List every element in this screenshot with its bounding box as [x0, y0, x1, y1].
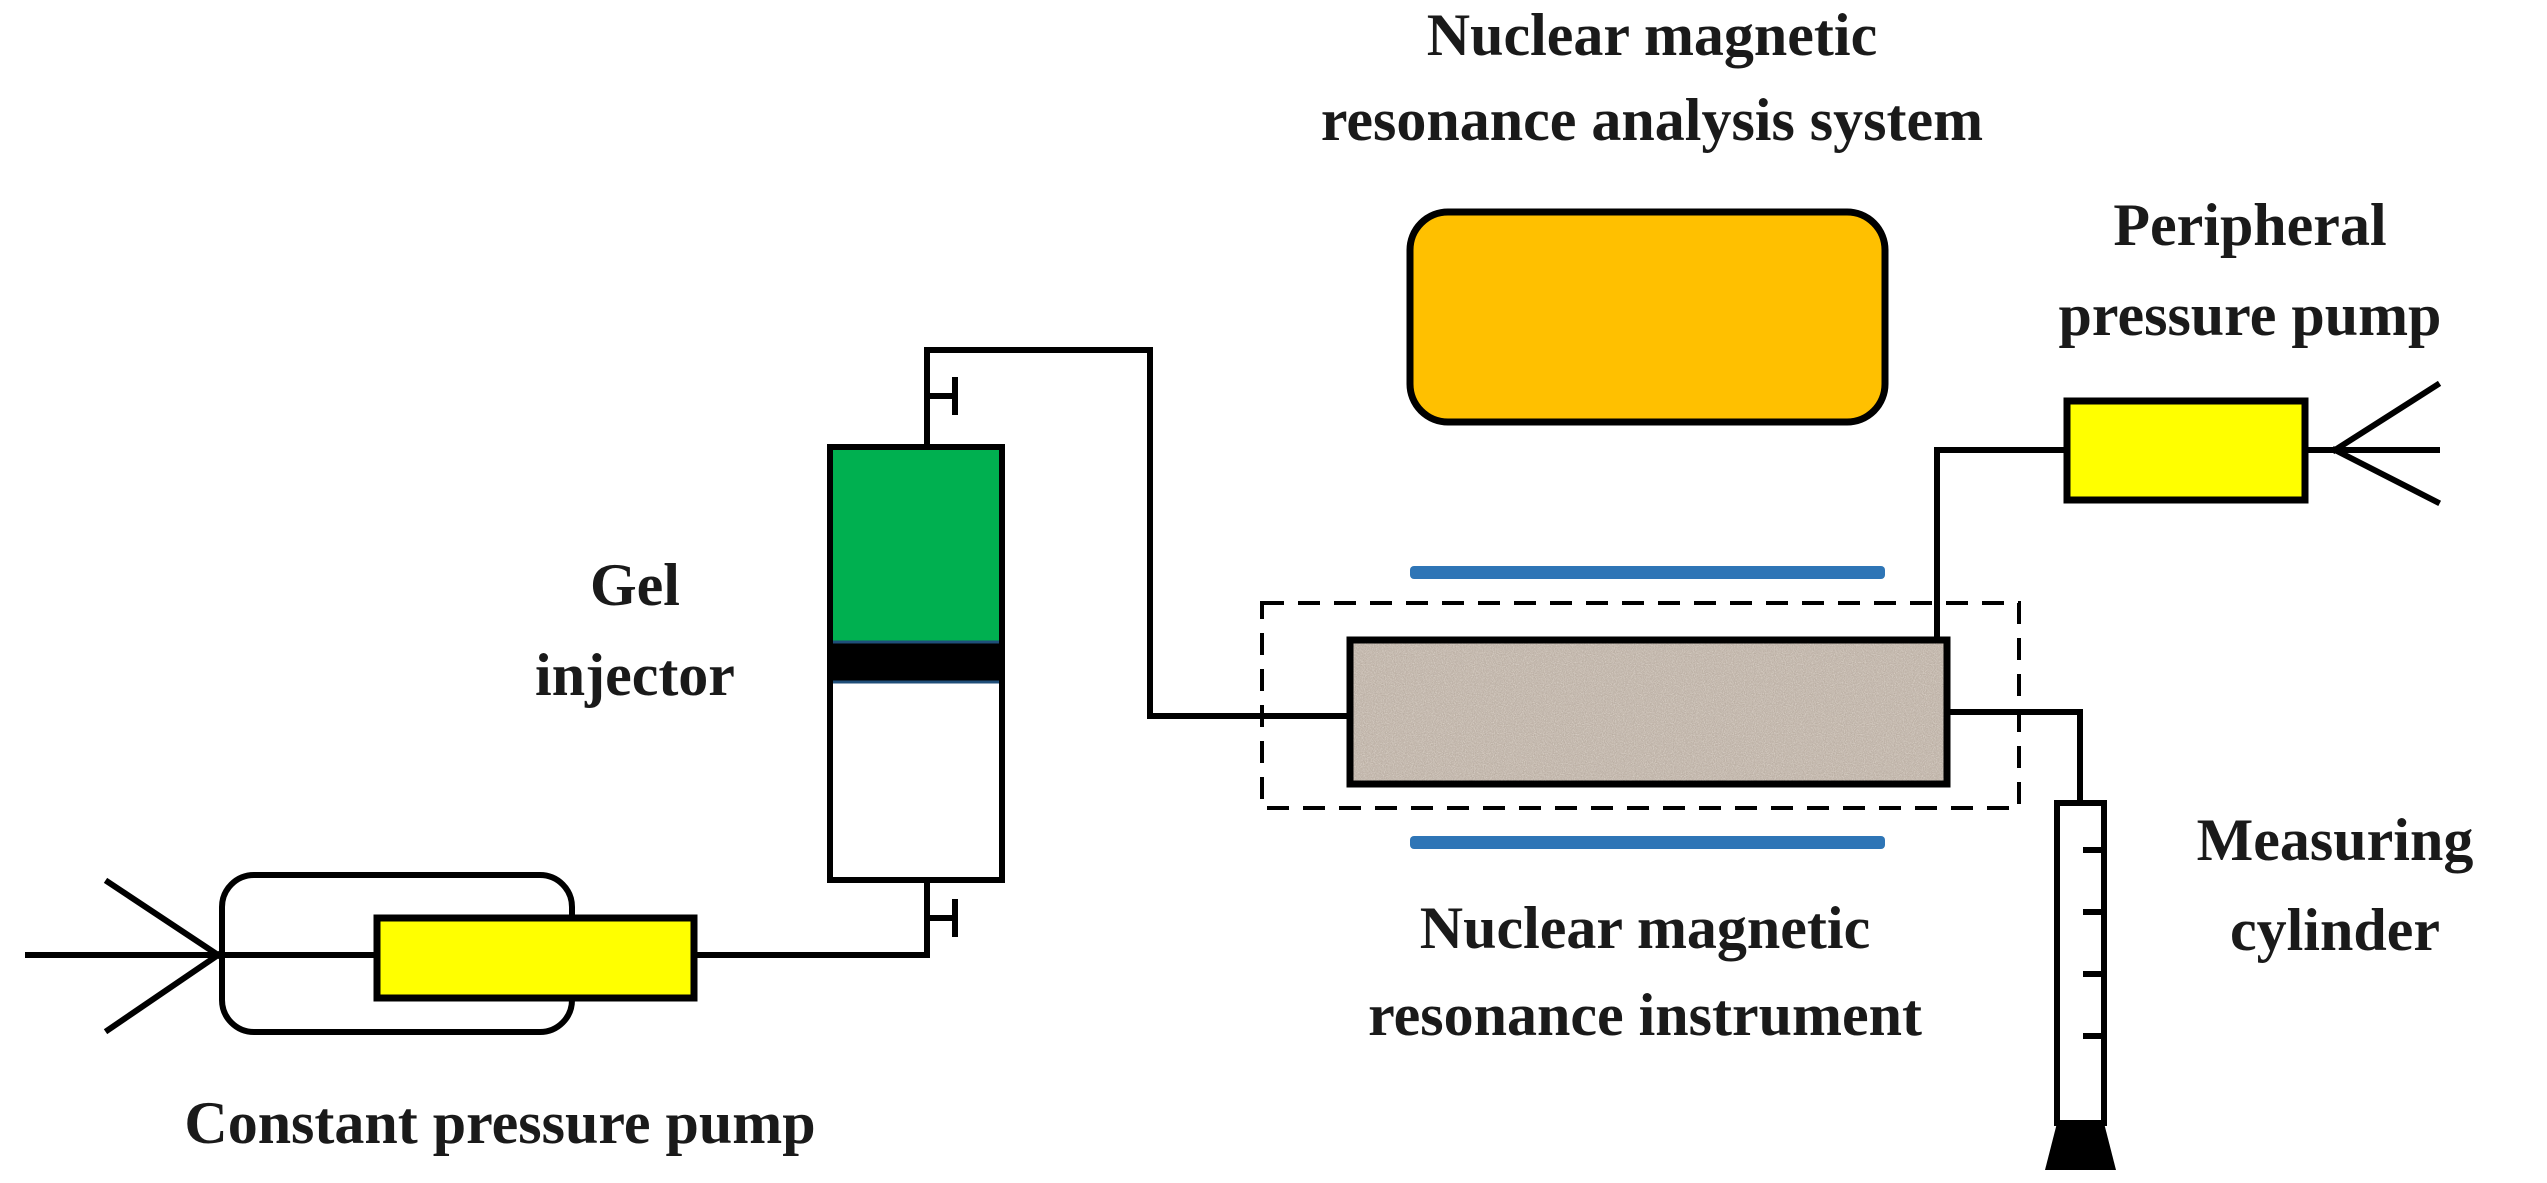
peripheral-pump-label-line1: Peripheral — [2113, 192, 2386, 258]
injector-to-core-line — [924, 347, 1353, 719]
nmr-analysis-system — [1406, 208, 1889, 426]
measuring-cylinder-label-line2: cylinder — [2230, 897, 2440, 963]
nmr-system-label-line1: Nuclear magnetic — [1427, 2, 1877, 68]
measuring-cylinder-label-line1: Measuring — [2197, 807, 2474, 873]
constant-pressure-pump — [25, 872, 698, 1035]
nmr-instrument-label-line1: Nuclear magnetic — [1420, 895, 1870, 961]
nmr-analysis-system-box — [1406, 208, 1889, 426]
peripheral-pump-label-line2: pressure pump — [2059, 282, 2442, 348]
peripheral-pump-line — [1934, 447, 2070, 653]
cylinder-graduations — [2083, 847, 2107, 1039]
injector-piston — [833, 642, 999, 682]
peripheral-pressure-pump — [2063, 380, 2442, 507]
lower-magnet-plate — [1410, 836, 1885, 849]
gel-fill — [833, 450, 999, 642]
gel-injector-label-line2: injector — [535, 642, 735, 708]
core-sample-holder — [1346, 636, 1951, 788]
nmr-system-label-line2: resonance analysis system — [1321, 87, 1983, 153]
peripheral-pump-body — [2063, 397, 2309, 504]
gel-injector-label-line1: Gel — [590, 552, 680, 618]
cylinder-base — [2045, 1123, 2116, 1170]
upper-magnet-plate — [1410, 566, 1885, 579]
constant-pump-inlet-fan — [25, 877, 380, 1035]
nmr-instrument-label-line2: resonance instrument — [1368, 982, 1922, 1048]
gel-injector — [827, 347, 1005, 958]
constant-pump-label: Constant pressure pump — [184, 1090, 815, 1156]
peripheral-pump-inlet-fan — [2302, 380, 2442, 507]
constant-pump-body — [373, 914, 698, 1002]
injector-top-valve — [924, 347, 958, 450]
injector-bottom-valve — [924, 877, 958, 958]
instrument-dashed-boundary — [1260, 601, 2021, 810]
measuring-cylinder — [2045, 800, 2116, 1170]
